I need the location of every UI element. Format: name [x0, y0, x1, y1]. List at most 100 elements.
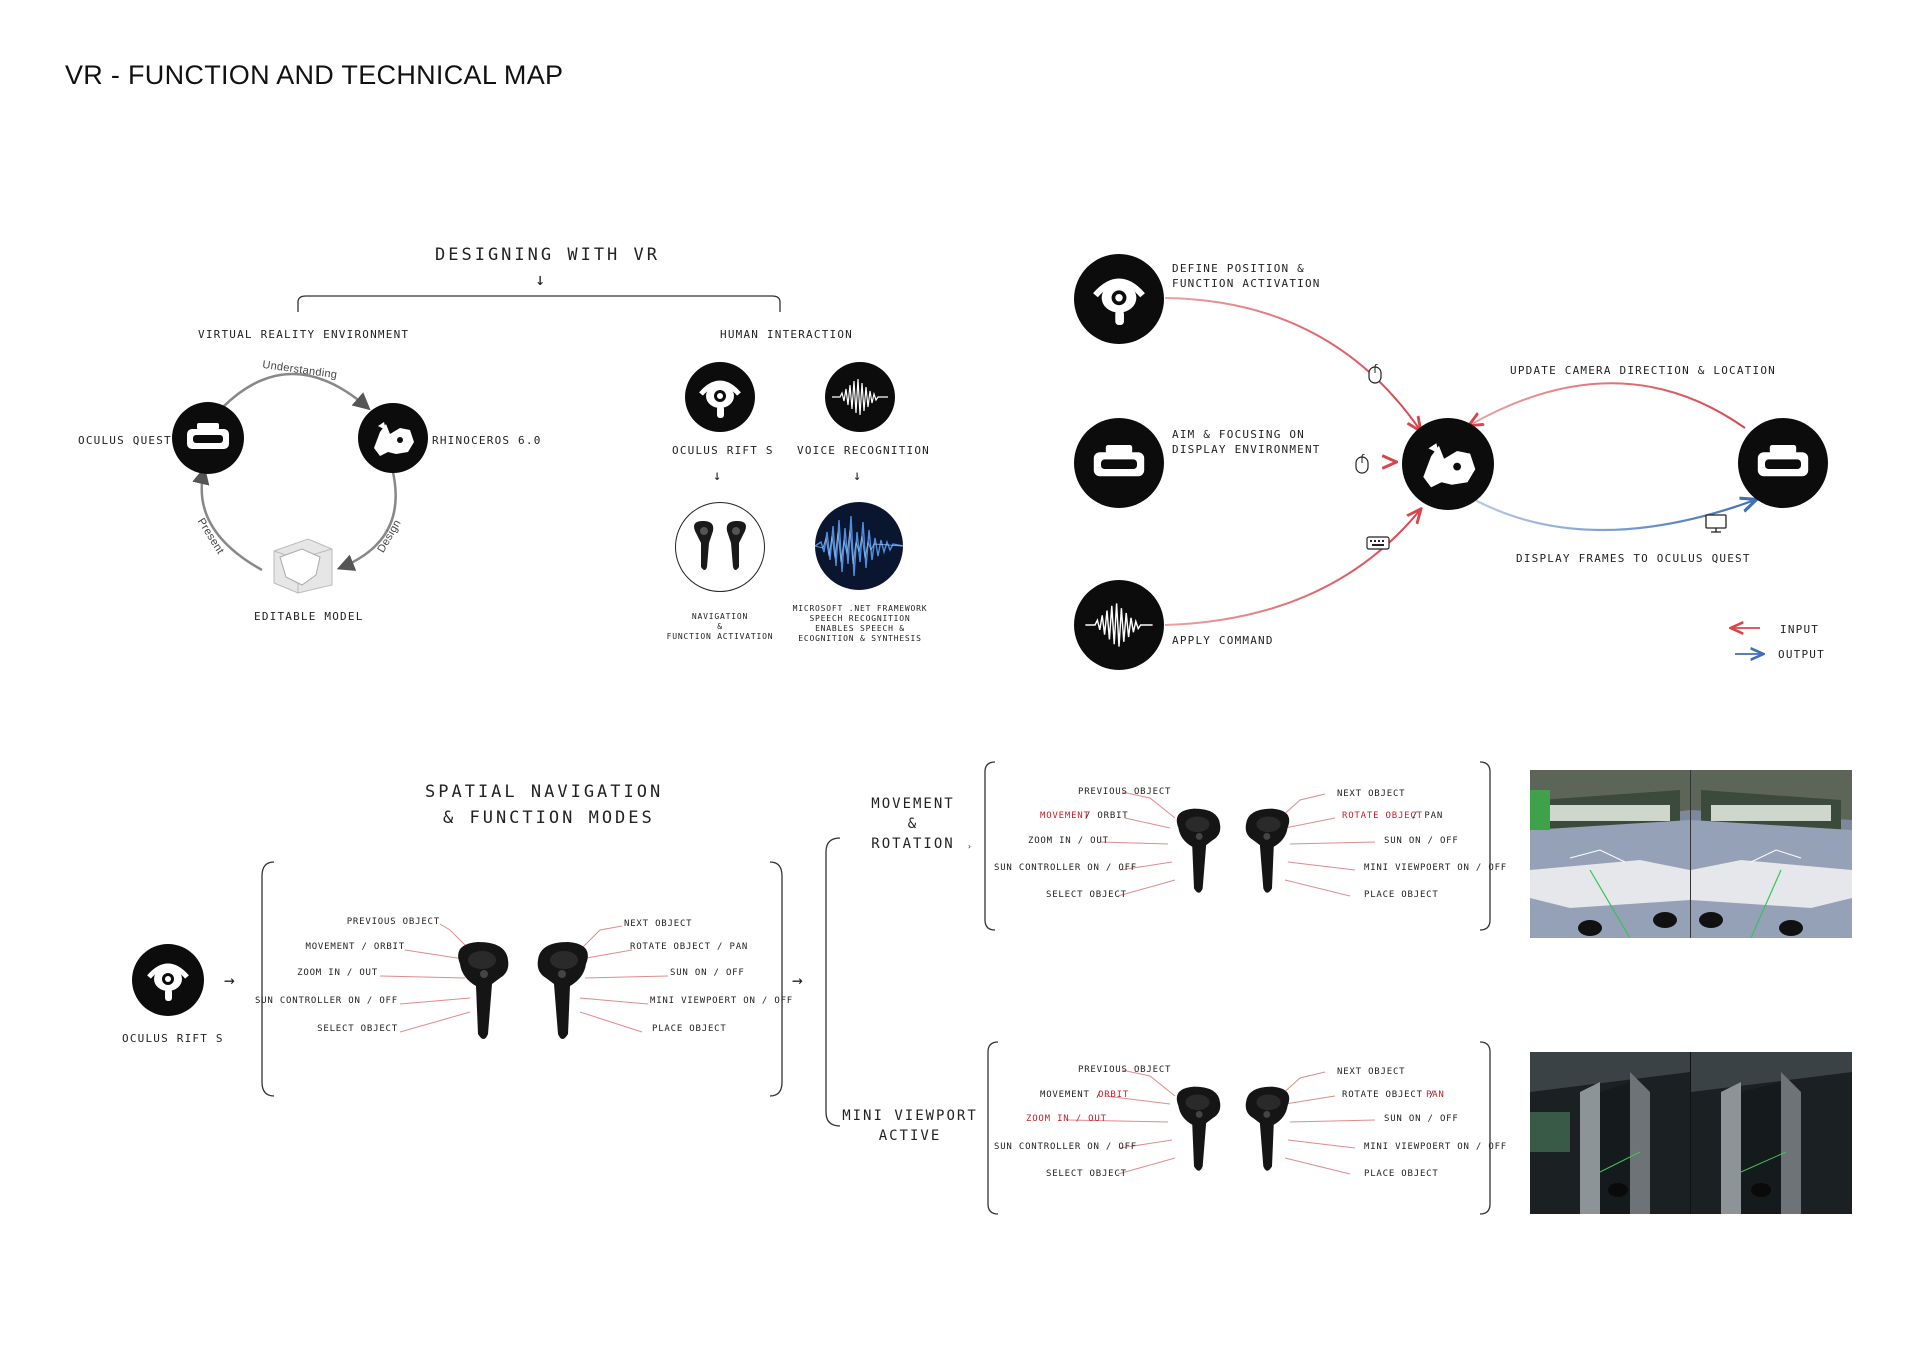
spatial-arrow-out: → — [792, 970, 805, 991]
flow-rift-icon — [1074, 254, 1164, 344]
movement-right-label-2b: / PAN — [1412, 811, 1444, 821]
spatial-rift-icon — [132, 944, 204, 1016]
voice-recognition-label: VOICE RECOGNITION — [797, 444, 930, 457]
mini-left-label-2a: MOVEMENT / — [1040, 1090, 1103, 1100]
movement-controllers-image — [1168, 804, 1298, 904]
movement-left-label-2a: MOVEMENT — [1040, 811, 1090, 821]
touch-controllers-image — [675, 502, 765, 592]
main-right-label-2: ROTATE OBJECT / PAN — [630, 942, 749, 952]
ms-note-2: SPEECH RECOGNITION — [809, 614, 911, 623]
movement-right-label-1: NEXT OBJECT — [1337, 789, 1406, 799]
editable-model-icon — [268, 535, 338, 595]
define-label-1: DEFINE POSITION & — [1172, 262, 1305, 275]
main-left-label-1: PREVIOUS OBJECT — [346, 917, 440, 927]
main-right-label-5: PLACE OBJECT — [652, 1024, 727, 1034]
ms-note-1: MICROSOFT .NET FRAMEWORK — [792, 604, 928, 613]
editable-model-label: EDITABLE MODEL — [254, 610, 364, 623]
flow-quest-icon — [1738, 418, 1828, 508]
mini-viewport-screenshot — [1530, 1052, 1852, 1214]
movement-left-label-1: PREVIOUS OBJECT — [1078, 787, 1172, 797]
mini-controllers-image — [1168, 1082, 1298, 1182]
keyboard-icon — [1366, 535, 1390, 555]
legend-input-label: INPUT — [1780, 623, 1820, 636]
voice-down-arrow: ↓ — [853, 468, 864, 484]
update-label: UPDATE CAMERA DIRECTION & LOCATION — [1510, 364, 1776, 377]
mode-movement-3: ROTATION — [871, 836, 955, 852]
mouse-icon — [1368, 363, 1382, 388]
mini-left-label-5: SELECT OBJECT — [1046, 1169, 1127, 1179]
movement-left-label-5: SELECT OBJECT — [1046, 890, 1127, 900]
main-left-label-3: ZOOM IN / OUT — [297, 968, 378, 978]
mini-panel-leaders — [1067, 1069, 1376, 1175]
cycle-arc-present — [192, 466, 263, 572]
movement-right-label-5: PLACE OBJECT — [1364, 890, 1439, 900]
aim-label-1: AIM & FOCUSING ON — [1172, 428, 1305, 441]
designing-arrow: ↓ — [535, 270, 548, 290]
movement-vr-screenshot — [1530, 770, 1852, 938]
spatial-title-1: SPATIAL NAVIGATION — [425, 782, 664, 802]
apply-label: APPLY COMMAND — [1172, 634, 1274, 647]
oculus-rift-s-icon — [685, 362, 755, 432]
main-left-label-4: SUN CONTROLLER ON / OFF — [254, 996, 398, 1006]
spatial-arrow-in: → — [224, 970, 237, 991]
flow-rhino-icon — [1402, 418, 1494, 510]
flow-voice-icon — [1074, 580, 1164, 670]
rhinoceros-icon — [358, 403, 428, 473]
display-label: DISPLAY FRAMES TO OCULUS QUEST — [1516, 552, 1751, 565]
mini-left-label-3: ZOOM IN / OUT — [1026, 1114, 1107, 1124]
spatial-bracket-right — [769, 861, 783, 1097]
mini-left-label-1: PREVIOUS OBJECT — [1078, 1065, 1172, 1075]
ms-note-3: ENABLES SPEECH & — [815, 624, 905, 633]
movement-left-label-2b: / ORBIT — [1085, 811, 1129, 821]
spatial-bracket-left — [261, 861, 275, 1097]
main-right-label-4: MINI VIEWPOERT ON / OFF — [650, 996, 794, 1006]
oculus-rift-s-label: OCULUS RIFT S — [672, 444, 774, 457]
mode-mini-1: MINI VIEWPORT — [842, 1108, 978, 1124]
spatial-controllers-image — [448, 938, 598, 1050]
main-left-label-5: SELECT OBJECT — [317, 1024, 398, 1034]
designing-brace — [297, 295, 781, 312]
flow-display-line — [1474, 500, 1755, 532]
hi-heading: HUMAN INTERACTION — [720, 328, 853, 341]
vre-heading: VIRTUAL REALITY ENVIRONMENT — [198, 328, 410, 341]
mini-left-label-2b: ORBIT — [1098, 1090, 1130, 1100]
main-left-label-2: MOVEMENT / ORBIT — [305, 942, 405, 952]
mini-right-label-3: SUN ON / OFF — [1384, 1114, 1459, 1124]
movement-left-label-4: SUN CONTROLLER ON / OFF — [994, 863, 1138, 873]
vr-eye-left — [1530, 770, 1690, 938]
monitor-icon — [1705, 514, 1727, 538]
flow-update-line — [1470, 382, 1746, 429]
movement-left-label-3: ZOOM IN / OUT — [1028, 836, 1109, 846]
movement-panel-bracket-right — [1479, 761, 1491, 931]
ms-note-4: ECOGNITION & SYNTHESIS — [798, 634, 922, 643]
movement-panel-leaders — [1099, 791, 1376, 897]
cycle-arc-understanding — [221, 372, 371, 411]
designing-title: DESIGNING WITH VR — [435, 245, 660, 265]
oculus-quest-icon — [172, 402, 244, 474]
navigation-note-3: FUNCTION ACTIVATION — [666, 632, 774, 641]
voice-wave-icon — [825, 362, 895, 432]
mini-panel-bracket-left — [987, 1041, 999, 1215]
rhino-label: RHINOCEROS 6.0 — [432, 434, 542, 447]
main-right-label-3: SUN ON / OFF — [670, 968, 745, 978]
mini-left-label-4: SUN CONTROLLER ON / OFF — [994, 1142, 1138, 1152]
mode-movement-arrow: › — [967, 842, 973, 851]
spatial-device-label: OCULUS RIFT S — [122, 1032, 224, 1045]
mini-right-label-2a: ROTATE OBJECT / — [1342, 1090, 1436, 1100]
mini-right-label-4: MINI VIEWPOERT ON / OFF — [1364, 1142, 1508, 1152]
legend-output-label: OUTPUT — [1778, 648, 1825, 661]
page-title: VR - FUNCTION AND TECHNICAL MAP — [65, 60, 564, 90]
modes-bracket — [825, 837, 841, 1127]
movement-right-label-3: SUN ON / OFF — [1384, 836, 1459, 846]
mode-mini-2: ACTIVE — [878, 1128, 942, 1144]
cycle-arc-design — [336, 467, 397, 571]
flow-headset-icon — [1074, 418, 1164, 508]
mini-right-label-1: NEXT OBJECT — [1337, 1067, 1406, 1077]
movement-panel-bracket-left — [984, 761, 996, 931]
flow-define-line — [1164, 297, 1420, 430]
spatial-title-2: & FUNCTION MODES — [443, 808, 655, 828]
mini-eye-right — [1691, 1052, 1852, 1214]
mode-movement-2: & — [907, 816, 919, 832]
mini-right-label-5: PLACE OBJECT — [1364, 1169, 1439, 1179]
mouse-icon-2 — [1355, 453, 1369, 478]
